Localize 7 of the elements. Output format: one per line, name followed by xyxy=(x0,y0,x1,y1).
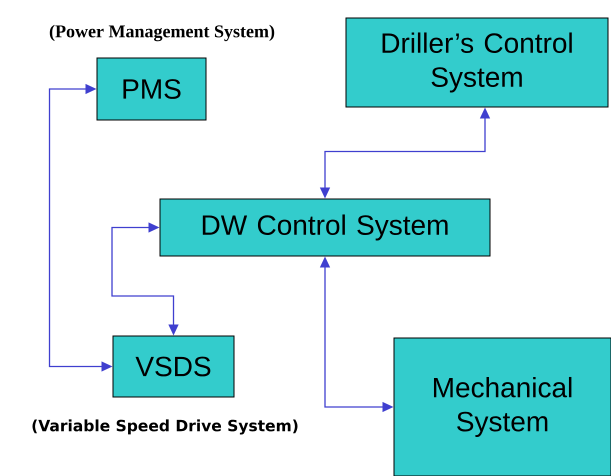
caption-text: (Variable Speed Drive System) xyxy=(32,419,298,435)
caption-text: (Power Management System) xyxy=(50,24,274,42)
system-box: DW Control System xyxy=(160,198,490,256)
system-box: Mechanical System xyxy=(394,338,611,476)
system-box: PMS xyxy=(96,58,206,120)
system-box: VSDS xyxy=(112,336,234,398)
system-box: Driller’s Control System xyxy=(346,18,608,108)
